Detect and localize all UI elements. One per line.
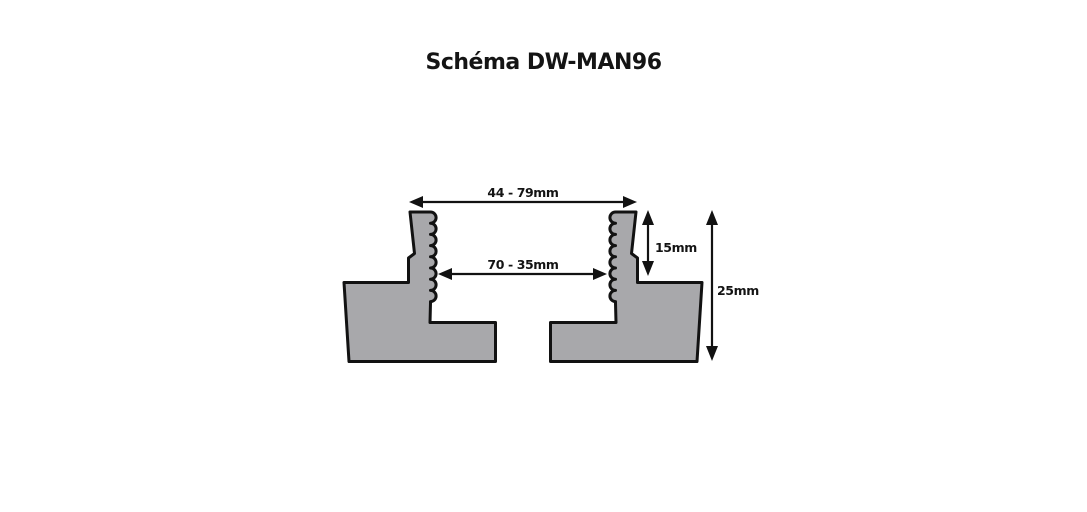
- arrowhead-up: [706, 210, 718, 225]
- right-jaw-shape: [549, 210, 704, 363]
- left-jaw-shape: [342, 210, 497, 363]
- dimension-label-inner-width: 70 - 35mm: [487, 257, 559, 272]
- dimension-total-height: 25mm: [706, 210, 760, 361]
- dimension-label-top-width: 44 - 79mm: [487, 185, 559, 200]
- arrowhead-left: [438, 268, 452, 280]
- arrowhead-down: [706, 346, 718, 361]
- dimension-inner-width: 70 - 35mm: [438, 257, 607, 280]
- arrowhead-up: [642, 210, 654, 225]
- dimension-label-total-height: 25mm: [717, 283, 759, 298]
- dimension-upper-jaw-height: 15mm: [642, 210, 698, 276]
- arrowhead-right: [623, 196, 637, 208]
- diagram-title: Schéma DW-MAN96: [425, 50, 662, 75]
- arrowhead-left: [409, 196, 423, 208]
- arrowhead-right: [593, 268, 607, 280]
- dimension-top-width: 44 - 79mm: [409, 185, 637, 208]
- dimension-label-upper-jaw-height: 15mm: [655, 240, 697, 255]
- arrowhead-down: [642, 261, 654, 276]
